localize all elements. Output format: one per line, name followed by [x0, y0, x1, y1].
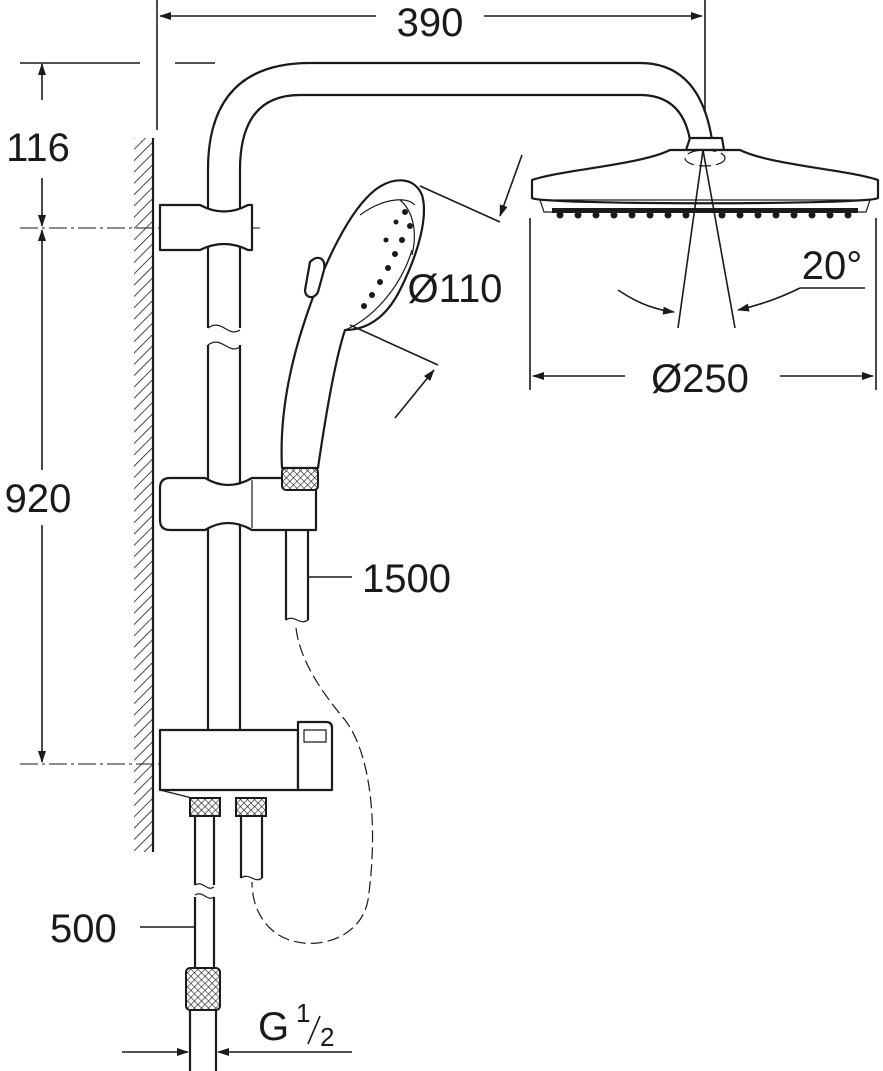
wall — [134, 138, 155, 852]
dimension-110-label: Ø110 — [408, 267, 503, 311]
dimension-rail-height: 920 — [5, 229, 210, 765]
hand-shower-hose — [251, 530, 374, 944]
dimension-supply-hose: 500 — [50, 907, 195, 951]
top-wall-bracket — [158, 203, 254, 252]
dimension-390-label: 390 — [397, 1, 464, 45]
head-shower — [530, 136, 880, 219]
supply-hose — [185, 816, 221, 1071]
dimension-head-tilt: 20° — [617, 149, 865, 329]
dimension-hand-hose: 1500 — [308, 557, 451, 601]
dimension-20-label: 20° — [802, 244, 863, 288]
dimension-arm-length: 390 — [156, 0, 706, 145]
hand-hose-outlet-stub — [239, 816, 264, 881]
outlet-nuts — [189, 797, 267, 817]
dimension-500-label: 500 — [50, 907, 117, 951]
head-spray-nozzles — [552, 208, 858, 219]
dimension-thread: G 1 2 — [122, 998, 352, 1056]
dimension-hand-shower: Ø110 — [349, 154, 523, 419]
thread-g-label: G — [258, 1005, 289, 1049]
thread-fraction-denominator: 2 — [320, 1022, 334, 1052]
hand-shower-slider — [158, 476, 318, 532]
thread-fraction-numerator: 1 — [296, 998, 310, 1028]
dimension-1500-label: 1500 — [362, 557, 451, 601]
dimension-head-shower: Ø250 — [529, 218, 877, 401]
dimension-116-label: 116 — [6, 126, 70, 170]
riser-pipe — [206, 61, 714, 735]
dimension-920-label: 920 — [5, 477, 72, 521]
bottom-bracket — [158, 720, 334, 799]
dimension-top-offset: 116 — [6, 62, 260, 229]
hand-shower — [280, 179, 425, 491]
spray-nozzles — [361, 209, 413, 309]
dimension-250-label: Ø250 — [651, 357, 749, 401]
